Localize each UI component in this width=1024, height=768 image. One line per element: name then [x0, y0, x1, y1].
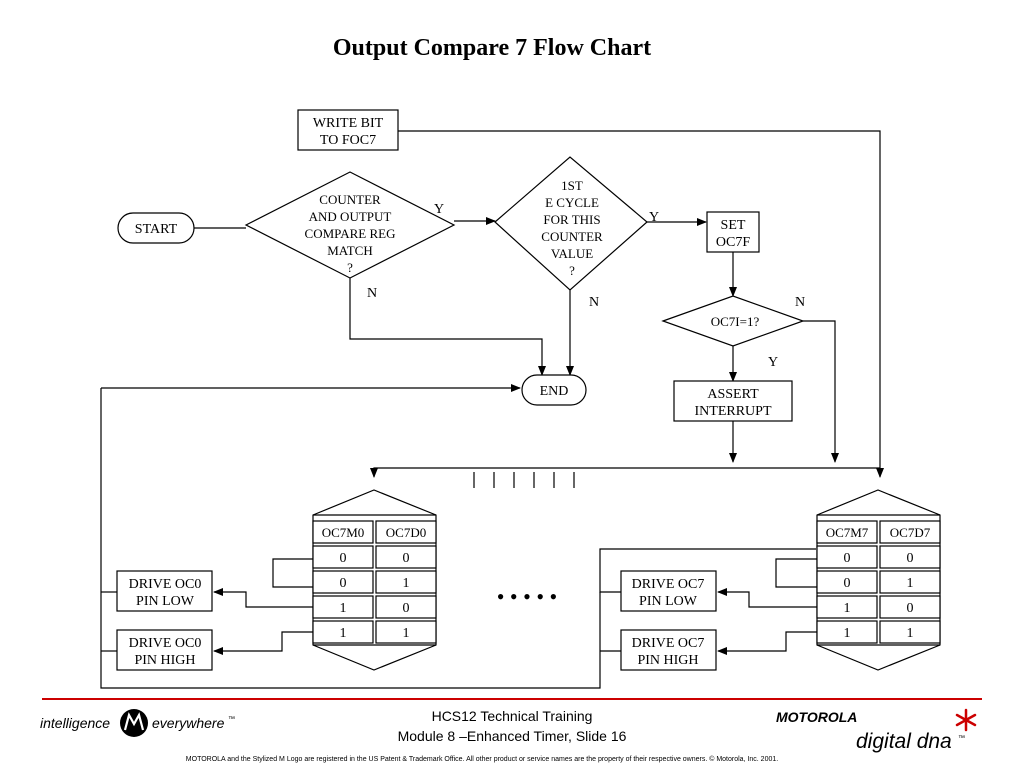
left-row0-m: 0 [340, 551, 347, 566]
drive-oc7-low-1: DRIVE OC7 [632, 577, 705, 592]
return-loop [100, 388, 601, 689]
bus-tick-marks [473, 472, 575, 488]
digital-dna-wordmark: digital dna [856, 730, 952, 753]
first-label-4: COUNTER [541, 229, 603, 244]
drive-oc7-high-box: DRIVE OC7 PIN HIGH [620, 629, 717, 671]
drive-oc7-low-2: PIN LOW [639, 594, 698, 609]
end-label: END [540, 384, 569, 399]
left-row3-d: 1 [403, 626, 410, 641]
right-row1-m: 0 [844, 576, 851, 591]
first-label-5: VALUE [551, 246, 593, 261]
right-row2-m: 1 [844, 601, 851, 616]
drive-oc7-high-1: DRIVE OC7 [632, 636, 705, 651]
decoder-channel-7: OC7M7 OC7D7 0 0 0 1 1 0 1 1 [816, 489, 941, 671]
left-row0-d: 0 [403, 551, 410, 566]
match-label-5: ? [347, 260, 353, 275]
left-decoder-connectors [101, 558, 313, 655]
drive-oc0-low-box: DRIVE OC0 PIN LOW [116, 570, 213, 612]
right-row0-m: 0 [844, 551, 851, 566]
write-bit-label-1: WRITE BIT [313, 116, 384, 131]
match-label-3: COMPARE REG [305, 226, 396, 241]
set-oc7f-box: SET OC7F [706, 211, 760, 253]
left-header-d: OC7D0 [386, 525, 426, 540]
oc7i-label: OC7I=1? [711, 314, 760, 329]
oc7i-yes-label: Y [768, 355, 778, 370]
oc7i-no-connector [803, 320, 839, 463]
decision-oc7i: OC7I=1? [661, 295, 805, 347]
drive-oc7-low-box: DRIVE OC7 PIN LOW [620, 570, 717, 612]
foc7-connector [398, 130, 884, 478]
drive-oc0-low-1: DRIVE OC0 [129, 577, 202, 592]
assert-interrupt-box: ASSERT INTERRUPT [673, 380, 793, 422]
logo-tm: ™ [228, 716, 235, 723]
drive-oc0-high-2: PIN HIGH [134, 653, 195, 668]
match-yes-label: Y [434, 202, 444, 217]
set-oc7f-label-2: OC7F [716, 235, 750, 250]
logo-text-right: everywhere [152, 715, 225, 731]
motorola-wordmark: MOTOROLA [776, 709, 857, 725]
motorola-digital-dna-logo: MOTOROLA digital dna ™ [776, 708, 977, 753]
left-row2-d: 0 [403, 601, 410, 616]
assert-label-1: ASSERT [707, 387, 759, 402]
decision-counter-match: COUNTER AND OUTPUT COMPARE REG MATCH ? [244, 171, 456, 279]
first-yes-label: Y [649, 210, 659, 225]
right-row2-d: 0 [907, 601, 914, 616]
right-decoder-connectors [599, 548, 817, 655]
right-row0-d: 0 [907, 551, 914, 566]
end-terminal: END [521, 374, 587, 406]
first-label-1: 1ST [561, 178, 583, 193]
footer-course-title: HCS12 Technical Training [432, 708, 593, 724]
decision-first-e-cycle: 1ST E CYCLE FOR THIS COUNTER VALUE ? [494, 156, 648, 291]
match-label-1: COUNTER [319, 192, 381, 207]
logo-text-left: intelligence [40, 715, 110, 731]
match-label-4: MATCH [327, 243, 373, 258]
oc7i-no-label: N [795, 295, 805, 310]
bus-line [370, 467, 880, 478]
left-row3-m: 1 [340, 626, 347, 641]
footer-slide-info: Module 8 –Enhanced Timer, Slide 16 [398, 728, 627, 744]
first-no-label: N [589, 295, 599, 310]
write-bit-label-2: TO FOC7 [320, 133, 376, 148]
digital-dna-tm: ™ [958, 735, 965, 742]
footer-legal: MOTOROLA and the Stylized M Logo are reg… [186, 755, 778, 763]
decoder-channel-0: OC7M0 OC7D0 0 0 0 1 1 0 1 1 [312, 489, 437, 671]
right-row1-d: 1 [907, 576, 914, 591]
left-header-m: OC7M0 [322, 525, 365, 540]
right-header-m: OC7M7 [826, 525, 869, 540]
first-label-6: ? [569, 263, 575, 278]
first-label-2: E CYCLE [545, 195, 599, 210]
right-header-d: OC7D7 [890, 525, 931, 540]
left-row1-m: 0 [340, 576, 347, 591]
left-row1-d: 1 [403, 576, 410, 591]
start-terminal: START [117, 212, 195, 244]
assert-label-2: INTERRUPT [695, 404, 772, 419]
match-no-label: N [367, 286, 377, 301]
first-label-3: FOR THIS [543, 212, 600, 227]
drive-oc7-high-2: PIN HIGH [637, 653, 698, 668]
start-label: START [135, 222, 178, 237]
right-row3-m: 1 [844, 626, 851, 641]
drive-oc0-high-box: DRIVE OC0 PIN HIGH [116, 629, 213, 671]
set-oc7f-label-1: SET [721, 218, 746, 233]
write-bit-box: WRITE BIT TO FOC7 [297, 109, 399, 151]
drive-oc0-low-2: PIN LOW [136, 594, 195, 609]
intelligence-everywhere-logo: intelligence everywhere ™ [40, 709, 235, 737]
match-label-2: AND OUTPUT [309, 209, 392, 224]
drive-oc0-high-1: DRIVE OC0 [129, 636, 202, 651]
match-no-connector [349, 278, 546, 376]
left-row2-m: 1 [340, 601, 347, 616]
dna-snowflake-icon [955, 708, 977, 732]
right-row3-d: 1 [907, 626, 914, 641]
channels-ellipsis: • • • • • [497, 584, 558, 609]
slide-title: Output Compare 7 Flow Chart [333, 35, 651, 61]
